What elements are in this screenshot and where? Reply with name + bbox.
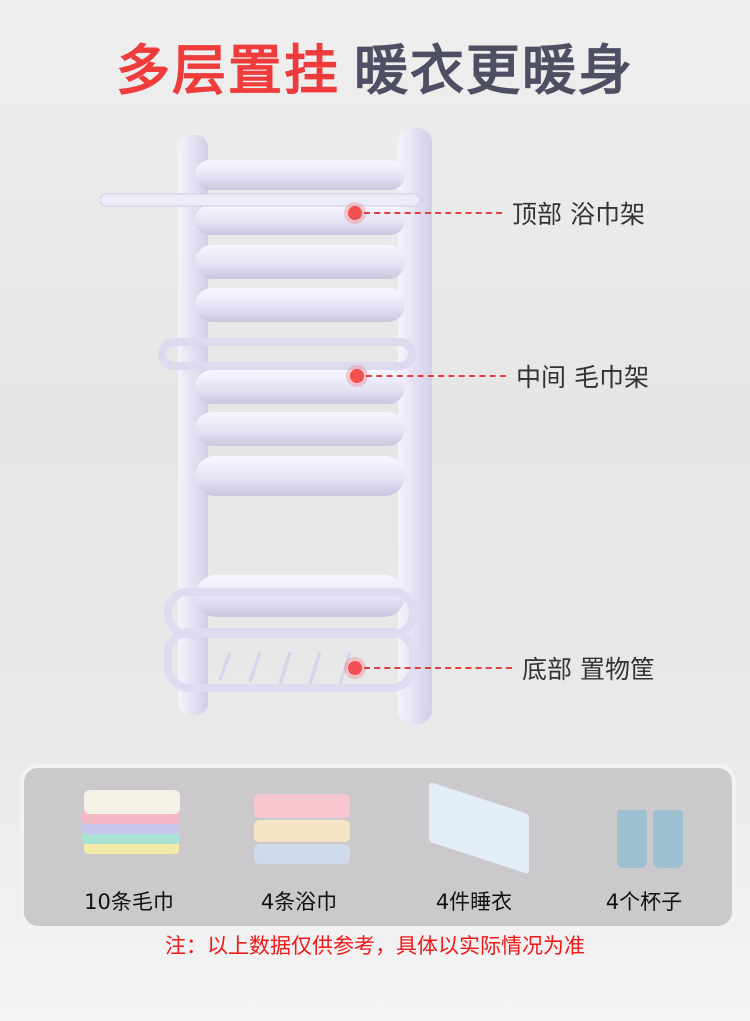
marker-dot [350,369,364,383]
capacity-label: 4个杯子 [605,890,683,914]
callout-middle-towel-bar: 中间 毛巾架 [350,358,649,394]
cups-image [589,788,699,868]
headline: 多层置挂暖衣更暖身 [0,26,750,105]
towel-stack-image [74,788,184,868]
callout-label: 中间 毛巾架 [516,363,649,392]
callout-bottom-basket: 底部 置物筐 [348,650,655,686]
disclaimer-note: 注：以上数据仅供参考，具体以实际情况为准 [165,934,585,958]
capacity-item-cups: 4个杯子 [569,788,719,916]
capacity-item-towels: 10条毛巾 [54,788,204,916]
capacity-item-pajamas: 4件睡衣 [399,781,549,916]
marker-dot [348,206,362,220]
capacity-label: 10条毛巾 [84,890,174,914]
dashed-line [364,667,512,669]
headline-gray: 暖衣更暖身 [354,39,634,102]
capacity-label: 4条浴巾 [260,890,338,914]
bath-towel-image [244,788,354,868]
towel-rack-illustration [99,128,432,724]
capacity-item-bath-towels: 4条浴巾 [224,788,374,916]
callout-label: 顶部 浴巾架 [512,200,645,229]
callout-top-towel-bar: 顶部 浴巾架 [348,195,645,231]
marker-dot [348,661,362,675]
pajamas-image [419,781,529,875]
callout-label: 底部 置物筐 [522,655,655,684]
dashed-line [364,212,502,214]
dashed-line [366,375,506,377]
capacity-label: 4件睡衣 [435,890,513,914]
headline-red: 多层置挂 [116,39,340,102]
capacity-panel: 10条毛巾 4条浴巾 4件睡衣 4个杯子 [20,764,736,930]
